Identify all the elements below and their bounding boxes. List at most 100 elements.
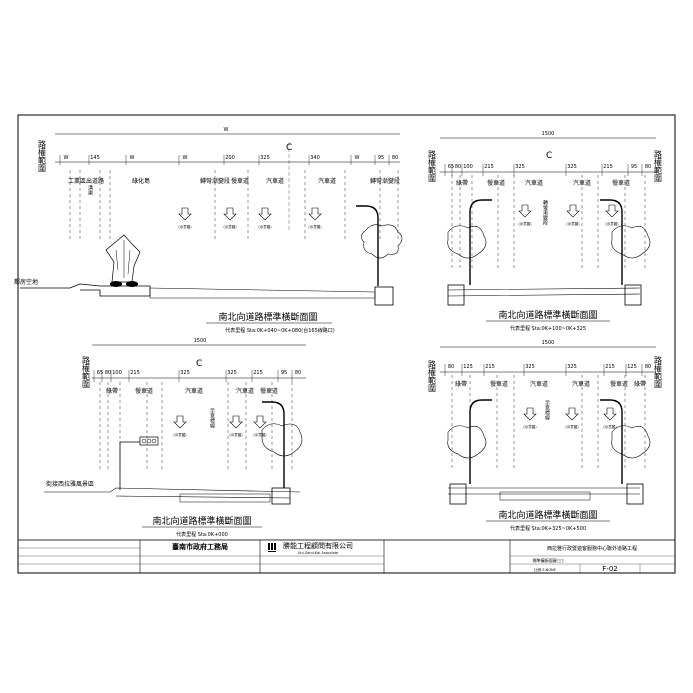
dim-label-c-3: 215: [130, 370, 140, 376]
arrow-note-d-1: (示意圖): [565, 424, 579, 429]
dim-label-d-6: 125: [627, 364, 637, 370]
dim-label-d-4: 325: [567, 364, 577, 370]
consultant-en: Uni-Sand-Kai Associate: [298, 551, 338, 555]
dim-label-b-7: 95: [631, 164, 637, 170]
dim-label-a-4: 200: [225, 155, 235, 161]
dim-label-b-0: 65: [448, 164, 454, 170]
title-d: 南北向道路標準橫斷面圖: [498, 509, 597, 521]
drawing-name: 標準橫斷面圖(三): [532, 557, 564, 563]
row-label-b-left: 路權範圍: [428, 149, 437, 183]
dim-label-d-7: 80: [645, 364, 651, 370]
dim-label-c-8: 80: [295, 370, 301, 376]
arrow-note-a-3: (示意圖): [308, 224, 322, 229]
utility-box-icon: [119, 436, 159, 490]
row-label-c: 路權範圍: [82, 355, 91, 389]
lane-label-a-1: 綠化島: [132, 177, 150, 185]
arrow-note-d-2: (示意圖): [603, 424, 617, 429]
lane-label-d-3: 汽車道: [572, 380, 590, 388]
lane-arrow-icon: [173, 415, 187, 429]
company-logo-icon: [268, 543, 276, 552]
dim-label-d-1: 125: [463, 364, 473, 370]
dim-label-b-2: 100: [463, 164, 473, 170]
row-label-d-left: 路權範圍: [428, 359, 437, 393]
dim-label-b-3: 215: [484, 164, 494, 170]
dim-label-a-0: W: [64, 155, 69, 161]
subtitle-d: 代表里程 Sta:0K+325~0K+500: [510, 525, 586, 532]
bike-label-b: 轉彎漸變段: [542, 199, 548, 226]
dim-label-a-2: W: [130, 155, 135, 161]
lane-label-c-3: 汽車道: [236, 387, 254, 395]
lane-arrow-icon: [565, 407, 579, 421]
lane-arrow-icon: [258, 207, 272, 221]
arrow-note-c-1: (示意圖): [229, 432, 243, 437]
centerline-c: C: [196, 359, 202, 369]
dim-label-c-1: 80: [105, 370, 111, 376]
lane-label-a-0: 工業區出道路: [68, 177, 104, 185]
lane-label-d-5: 綠帶: [634, 380, 646, 388]
lane-arrow-icon: [566, 204, 580, 218]
dim-label-c-0: 65: [97, 370, 103, 376]
side-label-a: 鄰房空地: [14, 278, 38, 286]
dim-label-a-5: 325: [260, 155, 270, 161]
title-c: 南北向道路標準橫斷面圖: [152, 515, 251, 527]
streetlamp-icon: [356, 205, 403, 286]
lane-label-c-0: 綠帶: [106, 387, 118, 395]
dim-label-b-6: 215: [603, 164, 613, 170]
dim-label-d-3: 325: [525, 364, 535, 370]
row-label-d-right: 路權範圍: [654, 355, 663, 389]
title-block: [17, 539, 676, 574]
dim-label-d-2: 215: [485, 364, 495, 370]
streetlamp-icon: [447, 199, 651, 285]
dim-label-b-4: 325: [515, 164, 525, 170]
dim-label-a-3: W: [183, 155, 188, 161]
dim-label-d-0: 80: [448, 364, 454, 370]
lane-arrow-icon: [223, 207, 237, 221]
lane-arrow-icon: [518, 204, 532, 218]
subtitle-c: 代表里程 Sta:0K+000: [176, 531, 228, 538]
dim-label-c-6: 215: [253, 370, 263, 376]
lane-label-a-4: 汽車道: [266, 177, 284, 185]
arrow-note-a-1: (示意圖): [223, 224, 237, 229]
subtitle-b: 代表里程 Sta:0K+100~0K+325: [510, 325, 586, 332]
lane-label-b-1: 慢車道: [487, 179, 505, 187]
lane-arrow-icon: [605, 204, 619, 218]
arrow-note-a-2: (示意圖): [258, 224, 272, 229]
lane-label-c-2: 汽車道: [185, 387, 203, 395]
lane-label-d-2: 汽車道: [530, 380, 548, 388]
dim-label-a-9: 80: [392, 155, 398, 161]
owner-name: 臺南市政府工務局: [172, 542, 228, 551]
side-label-c: 街接西拉雅風景區: [46, 480, 94, 488]
arrow-note-b-0: (示意圖): [518, 221, 532, 226]
dim-label-b-8: 80: [645, 164, 651, 170]
subtitle-a: 代表里程 Sta:0K+040~0K+080(台165線路口): [225, 327, 335, 334]
lane-label-a-3: 慢車道: [231, 177, 249, 185]
dim-label-a-8: 95: [378, 155, 384, 161]
lane-arrow-icon: [178, 207, 192, 221]
arrow-note-d-0: (示意圖): [523, 424, 537, 429]
consultant-name: 勝能工程顧問有限公司: [283, 541, 353, 550]
dim-total-c: 1500: [194, 338, 207, 344]
lane-label-b-4: 慢車道: [612, 179, 630, 187]
dim-label-c-5: 325: [227, 370, 237, 376]
arrow-note-b-2: (示意圖): [605, 221, 619, 226]
streetlamp-icon: [261, 401, 303, 488]
dim-total-a: W: [224, 127, 229, 133]
dim-label-c-4: 325: [180, 370, 190, 376]
dim-label-a-7: W: [355, 155, 360, 161]
lane-arrow-icon: [229, 415, 243, 429]
arrow-note-c-2: (示意圖): [253, 432, 267, 437]
lane-arrow-icon: [603, 407, 617, 421]
arrow-note-c-0: (示意圖): [173, 432, 187, 437]
row-label-b-right: 路權範圍: [654, 149, 663, 183]
lane-label-c-4: 慢車道: [260, 387, 278, 395]
dim-label-a-1: 145: [90, 155, 100, 161]
lane-label-a-5: 汽車道: [318, 177, 336, 185]
dim-label-d-5: 215: [605, 364, 615, 370]
dim-label-c-7: 95: [281, 370, 287, 376]
dim-total-d: 1500: [542, 340, 555, 346]
tree-icon: [105, 234, 141, 287]
lane-arrow-icon: [253, 415, 267, 429]
